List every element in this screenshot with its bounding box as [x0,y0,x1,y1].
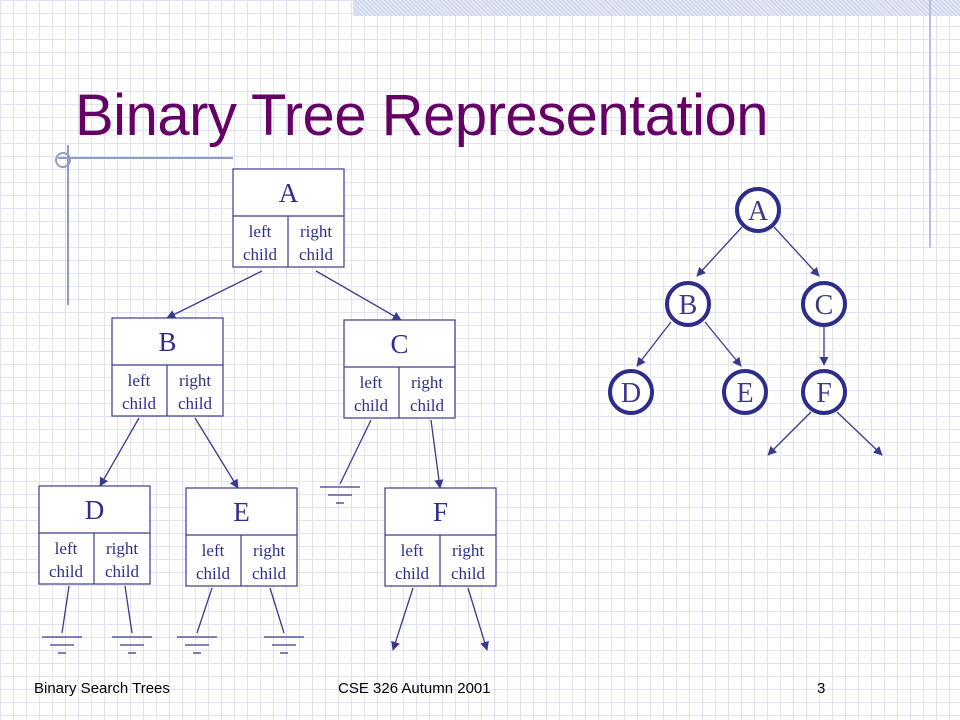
right-child-label-line2: child [178,394,212,413]
left-child-label-line1: left [202,541,225,560]
arrow-C-to-F [430,419,444,489]
edge-B-D [636,321,672,367]
left-child-label-line2: child [122,394,156,413]
arrow-A-to-B [166,270,263,319]
footer-page-number: 3 [817,680,826,697]
right-child-label-line2: child [252,564,286,583]
linked-arrows [61,270,489,651]
tree-node-circle [735,187,781,233]
node-label: A [279,178,299,208]
ground-symbol-D-left [42,636,82,654]
tree-node-E: E [722,369,768,415]
left-child-label-line2: child [49,562,83,581]
tree-node-C: C [801,281,847,327]
title-ring-ornament [55,152,71,168]
tree-node-label: A [748,196,769,227]
arrow-C-to-null [339,419,372,485]
left-child-label-line2: child [196,564,230,583]
arrow-E-right-null [269,587,285,634]
ground-symbol-D-right [112,636,152,654]
tree-node-circle [722,369,768,415]
left-child-label-line2: child [395,564,429,583]
node-label: F [433,497,448,527]
arrow-A-to-C [315,270,402,321]
arrow-F-left [391,587,414,651]
arrow-E-left-null [196,587,213,634]
title-underline [58,157,233,159]
edge-A-B [696,226,743,277]
tree-node-circle [608,369,654,415]
tree-node-D: D [608,369,654,415]
node-label: B [158,327,176,357]
right-child-label-line1: right [411,373,443,392]
right-child-label-line1: right [106,539,138,558]
left-child-label-line1: left [249,222,272,241]
tree-node-label: E [736,378,753,409]
tree-node-A: A [735,187,781,233]
tree-node-F: F [801,369,847,415]
footer-left: Binary Search Trees [34,680,170,697]
left-child-label-line1: left [360,373,383,392]
tree-node-circle [801,369,847,415]
right-child-label-line1: right [452,541,484,560]
tree-node-label: D [621,378,641,409]
node-label: C [390,329,408,359]
ground-symbol-E-right [264,636,304,654]
right-child-label-line2: child [105,562,139,581]
right-child-label-line2: child [451,564,485,583]
left-child-label-line1: left [401,541,424,560]
right-child-label-line2: child [299,245,333,264]
decorative-right-rule [929,0,931,248]
ground-symbol-C-left [320,486,360,504]
tree-node-circle [801,281,847,327]
footer-center: CSE 326 Autumn 2001 [338,680,491,697]
slide-title: Binary Tree Representation [75,83,769,148]
abstract-tree-edges [636,226,883,456]
edge-F-right [836,411,883,456]
edge-F-left [767,411,812,456]
left-child-label-line2: child [354,396,388,415]
right-child-label-line2: child [410,396,444,415]
null-ground-symbols [42,486,360,654]
tree-node-circle [665,281,711,327]
arrow-D-left-null [61,585,70,634]
linked-node-boxes: AleftchildrightchildBleftchildrightchild… [38,168,497,587]
node-label: E [233,497,250,527]
tree-node-label: F [816,378,832,409]
arrow-B-to-E [194,417,239,489]
left-child-label-line1: left [128,371,151,390]
decorative-top-bar [353,0,960,16]
edge-B-E [704,321,742,367]
node-label: D [85,495,105,525]
title-vertical-rule [67,145,69,305]
left-child-label-line2: child [243,245,277,264]
right-child-label-line1: right [253,541,285,560]
abstract-tree-nodes: A B C D E F [608,187,847,415]
right-child-label-line1: right [179,371,211,390]
arrow-B-to-D [99,417,140,487]
arrow-F-right [467,587,489,651]
left-child-label-line1: left [55,539,78,558]
ground-symbol-E-left [177,636,217,654]
edge-A-C [773,226,820,277]
arrow-D-right-null [124,585,133,634]
tree-node-B: B [665,281,711,327]
tree-node-label: C [815,290,834,321]
right-child-label-line1: right [300,222,332,241]
tree-node-label: B [679,290,698,321]
